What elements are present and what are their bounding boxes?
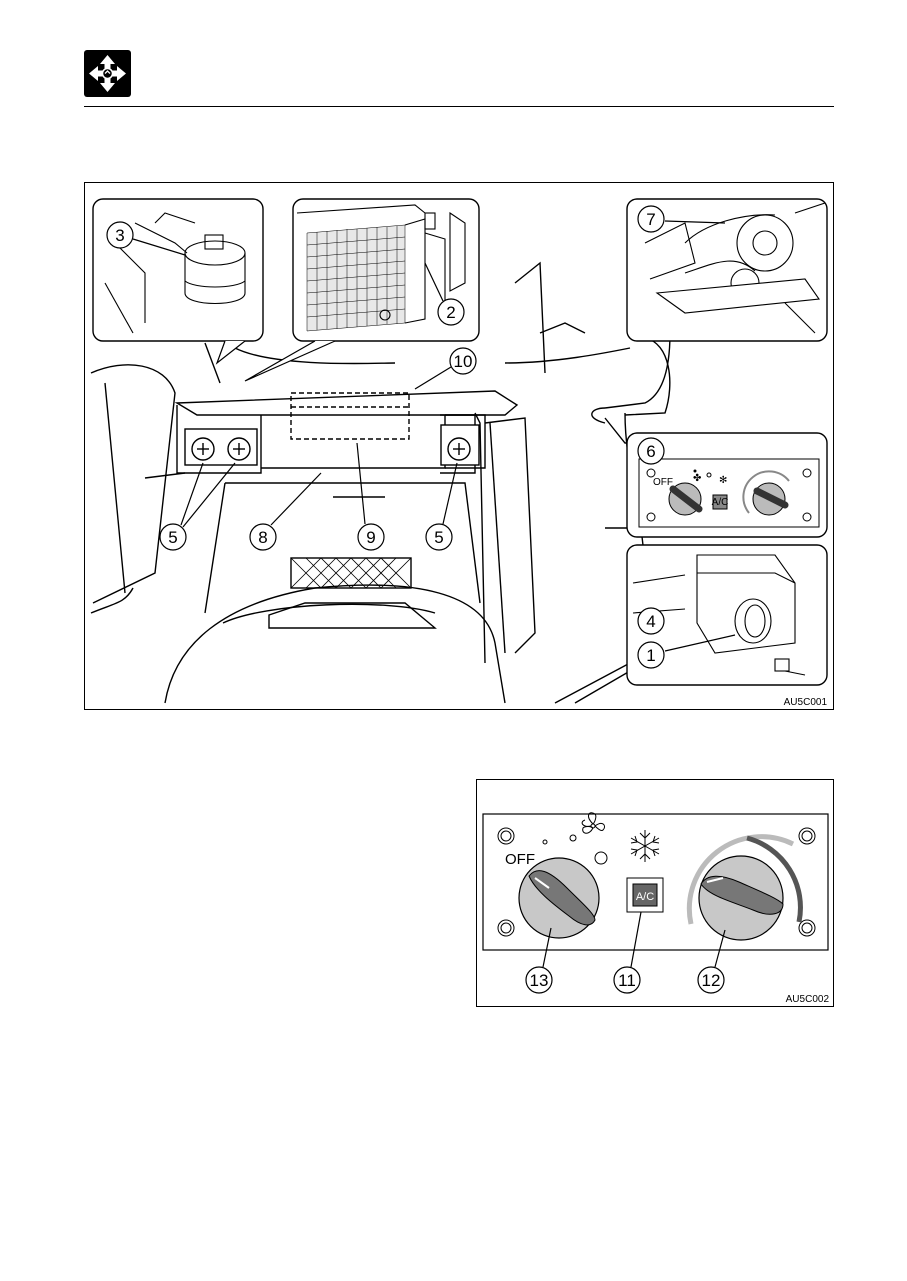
header-rule	[84, 106, 834, 107]
figure2-code: AU5C002	[786, 994, 830, 1005]
off-label: OFF	[505, 851, 535, 868]
figure-cab-overview: A/C OFF ✻ ✤	[84, 182, 834, 710]
callout-8-number: 8	[258, 528, 267, 547]
callout-7-number: 7	[646, 210, 655, 229]
callout-9-number: 9	[366, 528, 375, 547]
callout-1-number: 1	[646, 646, 655, 665]
inset-fan-icon: ✤	[693, 473, 701, 484]
temperature-knob[interactable]	[699, 856, 783, 940]
callout-5b-number: 5	[434, 528, 443, 547]
callout-5a-number: 5	[168, 528, 177, 547]
callout-11-number: 11	[618, 971, 636, 990]
callout-3-number: 3	[115, 226, 124, 245]
callout-4-number: 4	[646, 612, 655, 631]
callout-13-number: 13	[530, 971, 549, 990]
inset-snowflake-icon: ✻	[719, 475, 727, 486]
inset-off-label: OFF	[653, 477, 673, 488]
control-panel-illustration: OFF A/C	[477, 780, 833, 1006]
callout-6-number: 6	[646, 442, 655, 461]
callout-12-number: 12	[702, 971, 721, 990]
navigation-arrows-icon	[84, 50, 131, 97]
callout-10-number: 10	[454, 352, 473, 371]
figure-ac-control-panel: OFF A/C	[476, 779, 834, 1007]
inset-condenser	[245, 199, 479, 381]
callout-2-number: 2	[446, 303, 455, 322]
figure1-code: AU5C001	[784, 697, 828, 708]
inset-ac-label: A/C	[712, 497, 729, 508]
fan-speed-knob[interactable]	[519, 858, 599, 938]
cab-illustration: A/C OFF ✻ ✤	[85, 183, 833, 709]
ac-switch-label: A/C	[636, 891, 654, 903]
